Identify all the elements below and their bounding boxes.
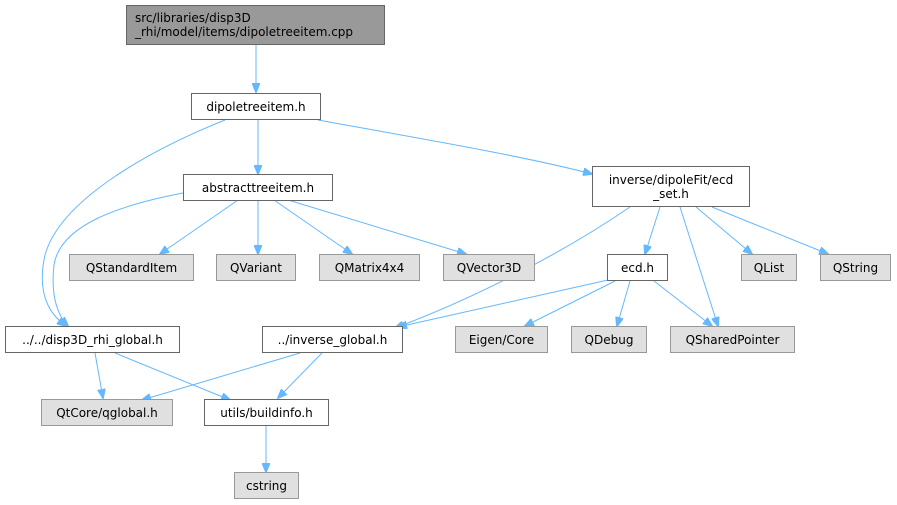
node-qstandarditem[interactable]: QStandardItem bbox=[69, 254, 194, 281]
edge-ecd-inverseglobal bbox=[398, 279, 609, 327]
edge-ecd-eigencore bbox=[525, 280, 616, 326]
node-eigen-core[interactable]: Eigen/Core bbox=[455, 326, 548, 353]
edge-ecdset-qstring bbox=[711, 206, 828, 254]
edge-abstracttreeitem-qvector3d bbox=[287, 199, 466, 254]
edge-ecdset-qlist bbox=[695, 206, 752, 254]
node-qvector3d[interactable]: QVector3D bbox=[443, 254, 535, 281]
node-root-file[interactable]: src/libraries/disp3D _rhi/model/items/di… bbox=[126, 5, 385, 45]
edge-dipoletreeitem-ecdset bbox=[317, 119, 592, 174]
node-ecd-h[interactable]: ecd.h bbox=[607, 254, 668, 281]
edge-inverseglobal-qglobal bbox=[142, 352, 301, 400]
node-qdebug[interactable]: QDebug bbox=[571, 326, 647, 353]
edge-ecdset-qsharedpointer bbox=[679, 206, 718, 326]
edge-ecd-qsharedpointer bbox=[653, 280, 712, 326]
edge-disp3dglobal-qglobal bbox=[94, 352, 103, 398]
node-qlist[interactable]: QList bbox=[741, 254, 797, 281]
node-qvariant[interactable]: QVariant bbox=[216, 254, 296, 281]
edge-abstracttreeitem-qstandarditem bbox=[160, 199, 239, 254]
edge-inverseglobal-buildinfo bbox=[278, 352, 323, 398]
node-dipoletreeitem-h[interactable]: dipoletreeitem.h bbox=[191, 93, 321, 120]
edge-ecdset-ecd bbox=[645, 206, 661, 254]
node-qsharedpointer[interactable]: QSharedPointer bbox=[670, 326, 795, 353]
edge-abstracttreeitem-qmatrix4x4 bbox=[273, 199, 352, 254]
edge-disp3dglobal-buildinfo bbox=[114, 352, 230, 400]
node-cstring[interactable]: cstring bbox=[234, 472, 299, 499]
node-utils-buildinfo-h[interactable]: utils/buildinfo.h bbox=[204, 399, 329, 426]
node-qstring[interactable]: QString bbox=[820, 254, 891, 281]
node-disp3d-rhi-global-h[interactable]: ../../disp3D_rhi_global.h bbox=[5, 326, 180, 353]
edge-ecd-qdebug bbox=[617, 280, 631, 326]
node-inverse-global-h[interactable]: ../inverse_global.h bbox=[262, 326, 403, 353]
node-abstracttreeitem-h[interactable]: abstracttreeitem.h bbox=[183, 174, 333, 201]
edge-dipoletreeitem-disp3dglobal bbox=[41, 119, 226, 326]
edge-abstracttreeitem-disp3dglobal bbox=[52, 192, 184, 326]
node-qmatrix4x4[interactable]: QMatrix4x4 bbox=[319, 254, 420, 281]
node-ecd-set-h[interactable]: inverse/dipoleFit/ecd _set.h bbox=[592, 166, 750, 207]
node-qtcore-qglobal-h[interactable]: QtCore/qglobal.h bbox=[41, 399, 173, 426]
